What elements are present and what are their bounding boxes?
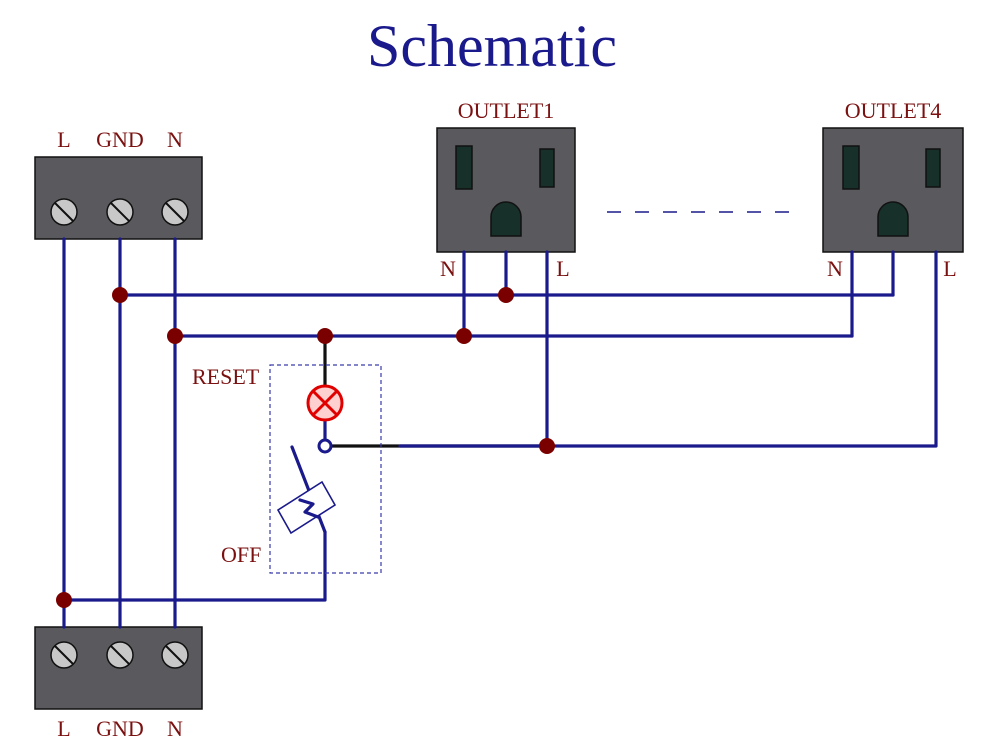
- outlet4-pin-l: L: [943, 256, 956, 281]
- junction-dot: [498, 287, 514, 303]
- outlet-slot-icon: [539, 148, 555, 188]
- junction-dot: [167, 328, 183, 344]
- breaker-terminal-icon: [317, 438, 333, 454]
- bottom-terminal-label-l: L: [57, 716, 70, 741]
- breaker-reset-label: RESET: [192, 364, 260, 389]
- top-terminal-label-gnd: GND: [96, 127, 144, 152]
- junction-dot: [112, 287, 128, 303]
- top-terminal-label-l: L: [57, 127, 70, 152]
- junction-dot: [456, 328, 472, 344]
- junctions: [56, 287, 555, 608]
- breaker-off-label: OFF: [221, 542, 261, 567]
- junction-dot: [539, 438, 555, 454]
- outlet4-pin-n: N: [827, 256, 843, 281]
- outlet1-name: OUTLET1: [458, 98, 555, 123]
- breaker-enclosure: [269, 364, 382, 574]
- terminal-screw-icon: [50, 641, 78, 669]
- indicator-lamp-icon: [306, 384, 344, 422]
- outlet-ground-icon: [877, 201, 909, 237]
- wire-outlet4-l: [545, 250, 938, 448]
- outlet-slot-icon: [925, 148, 941, 188]
- bottom-terminal-label-gnd: GND: [96, 716, 144, 741]
- outlet-slot-icon: [842, 145, 860, 190]
- top-terminal-body: [34, 156, 203, 240]
- terminal-screw-icon: [161, 198, 189, 226]
- thermal-breaker-switch-icon: [276, 445, 337, 535]
- outlet1: OUTLET1 N L: [436, 98, 576, 281]
- breaker-assembly: RESET OFF: [192, 364, 382, 574]
- top-terminal-label-n: N: [167, 127, 183, 152]
- bottom-terminal-block: L GND N: [34, 626, 203, 741]
- top-terminal-block: L GND N: [34, 127, 203, 240]
- outlet1-pin-l: L: [556, 256, 569, 281]
- terminal-screw-icon: [50, 198, 78, 226]
- page-title: Schematic: [367, 13, 617, 79]
- terminal-screw-icon: [161, 641, 189, 669]
- outlet-ground-icon: [490, 201, 522, 237]
- junction-dot: [317, 328, 333, 344]
- bottom-terminal-label-n: N: [167, 716, 183, 741]
- outlet4: OUTLET4 N L: [822, 98, 964, 281]
- wire-breaker-input: [62, 530, 327, 602]
- junction-dot: [56, 592, 72, 608]
- terminal-screw-icon: [106, 641, 134, 669]
- outlet4-name: OUTLET4: [845, 98, 942, 123]
- terminal-screw-icon: [106, 198, 134, 226]
- outlet-slot-icon: [455, 145, 473, 190]
- outlet1-pin-n: N: [440, 256, 456, 281]
